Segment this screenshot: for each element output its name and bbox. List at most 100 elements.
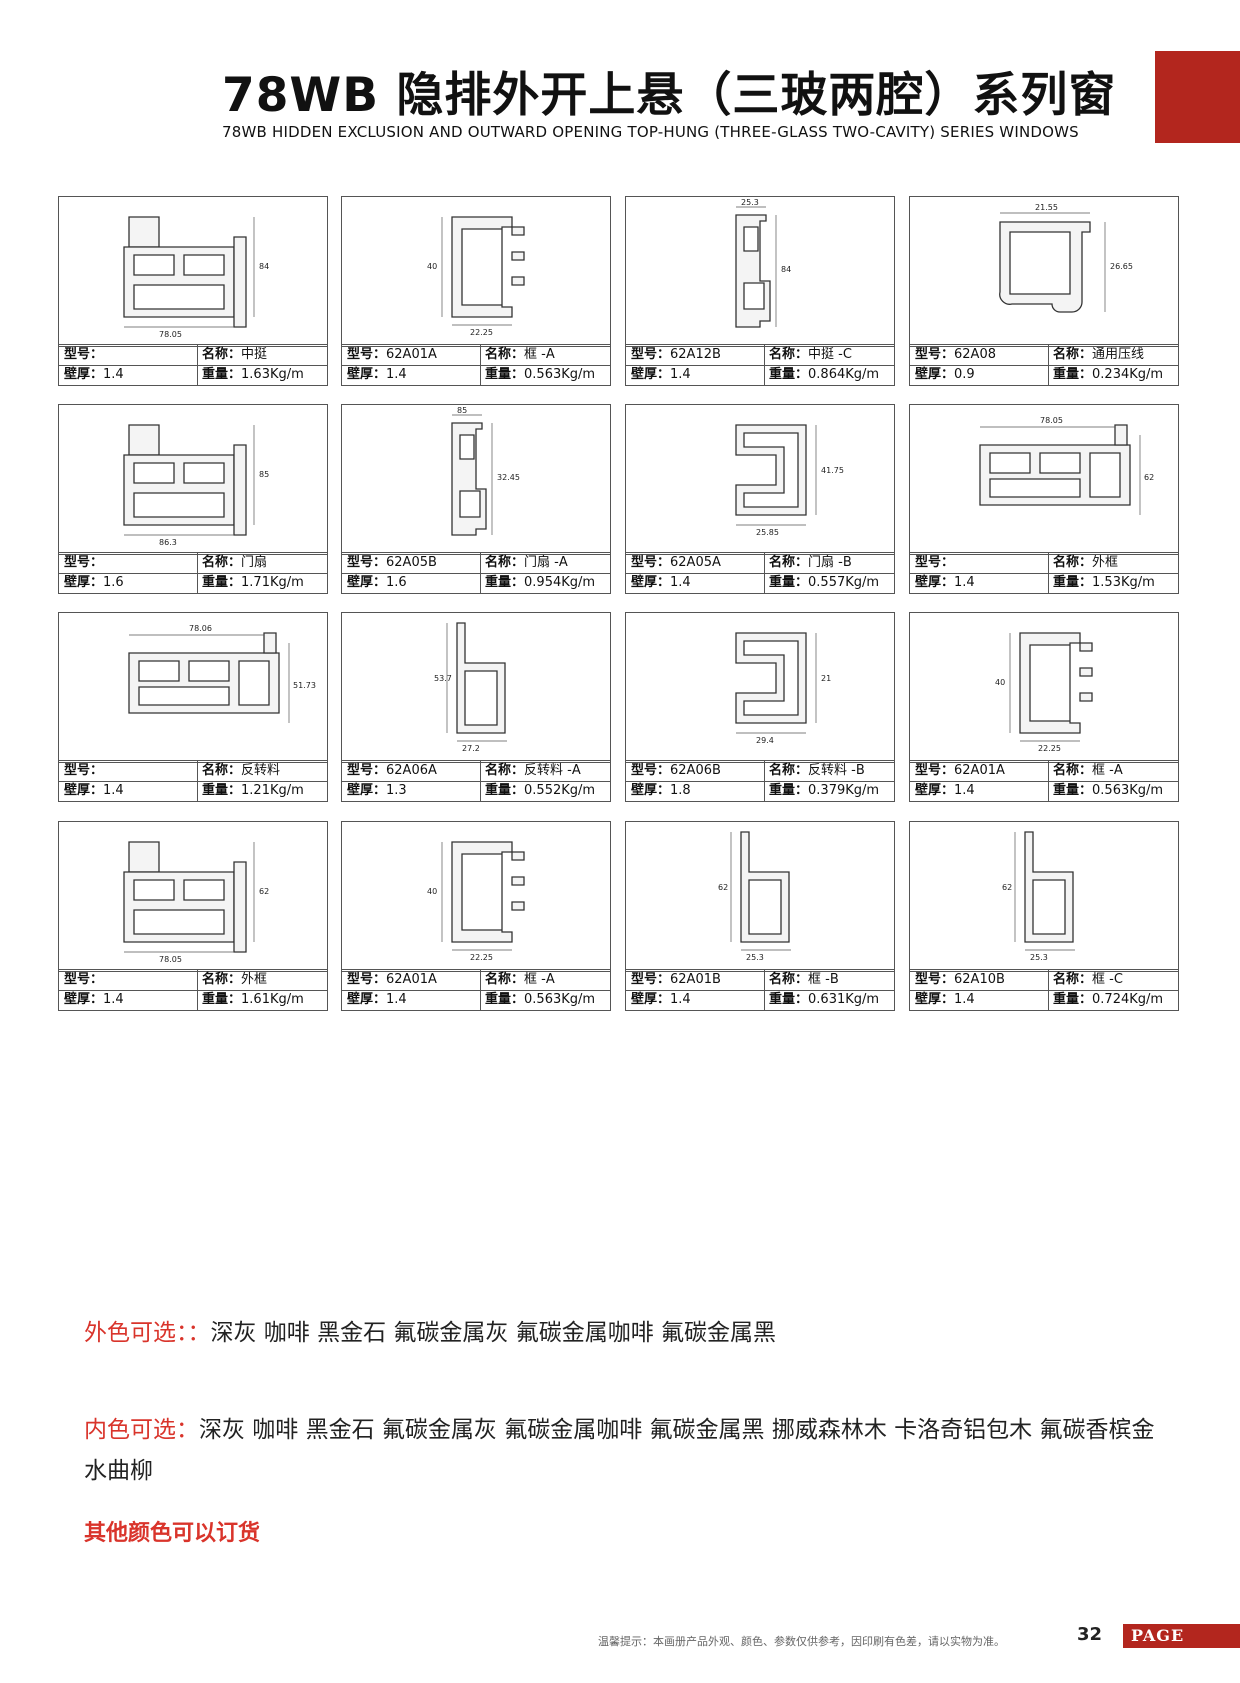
model-cell: 型号：62A01B (631, 970, 759, 990)
name-label: 名称： (485, 972, 525, 987)
weight-value: 0.563Kg/m (1092, 783, 1164, 798)
model-cell: 型号：62A06B (631, 761, 759, 781)
dimension-label: 85 (259, 470, 269, 479)
name-value: 框 -B (808, 972, 839, 987)
weight-value: 0.557Kg/m (808, 575, 880, 590)
weight-cell: 重量：0.563Kg/m (480, 990, 613, 1010)
name-value: 外框 (1092, 555, 1119, 570)
name-cell: 名称：通用压线 (1048, 345, 1181, 365)
profile-drawing: 62 25.3 (909, 821, 1179, 972)
wall-label: 壁厚： (631, 367, 671, 382)
model-cell: 型号： (64, 970, 192, 990)
dimension-label: 62 (1002, 883, 1012, 892)
dimension-label: 29.4 (756, 736, 774, 745)
outer-color-options: 外色可选：：深灰 咖啡 黑金石 氟碳金属灰 氟碳金属咖啡 氟碳金属黑 (84, 1313, 1164, 1354)
weight-cell: 重量：0.557Kg/m (764, 573, 897, 593)
wall-cell: 壁厚：1.4 (64, 781, 192, 801)
wall-value: 0.9 (954, 367, 975, 382)
weight-value: 1.21Kg/m (241, 783, 304, 798)
weight-label: 重量： (202, 992, 242, 1007)
model-cell: 型号：62A06A (347, 761, 475, 781)
model-value: 62A06A (386, 763, 437, 778)
model-value: 62A10B (954, 972, 1005, 987)
model-cell: 型号： (64, 345, 192, 365)
page-number: 32 (1077, 1624, 1103, 1645)
weight-label: 重量： (485, 992, 525, 1007)
wall-cell: 壁厚：1.4 (631, 573, 759, 593)
weight-label: 重量： (769, 992, 809, 1007)
weight-label: 重量： (769, 783, 809, 798)
inner-color-values: 深灰 咖啡 黑金石 氟碳金属灰 氟碳金属咖啡 氟碳金属黑 挪威森林木 卡洛奇铝包… (84, 1417, 1155, 1484)
name-value: 框 -C (1092, 972, 1123, 987)
wall-cell: 壁厚：1.4 (64, 990, 192, 1010)
wall-cell: 壁厚：1.3 (347, 781, 475, 801)
weight-cell: 重量：0.631Kg/m (764, 990, 897, 1010)
wall-label: 壁厚： (915, 992, 955, 1007)
weight-label: 重量： (485, 783, 525, 798)
weight-cell: 重量：0.234Kg/m (1048, 365, 1181, 385)
weight-value: 1.63Kg/m (241, 367, 304, 382)
name-cell: 名称：框 -A (1048, 761, 1181, 781)
dimension-label: 25.85 (756, 528, 779, 537)
weight-label: 重量： (1053, 992, 1093, 1007)
model-label: 型号： (347, 972, 387, 987)
dimension-label: 25.3 (1030, 953, 1048, 962)
name-value: 中挺 (241, 347, 268, 362)
dimension-label: 40 (427, 262, 437, 271)
outer-color-values: 深灰 咖啡 黑金石 氟碳金属灰 氟碳金属咖啡 氟碳金属黑 (210, 1320, 777, 1346)
name-label: 名称： (485, 555, 525, 570)
dimension-label: 51.73 (293, 681, 316, 690)
model-cell: 型号：62A01A (347, 345, 475, 365)
weight-cell: 重量：1.61Kg/m (197, 990, 330, 1010)
name-value: 外框 (241, 972, 268, 987)
model-value: 62A05B (386, 555, 437, 570)
name-cell: 名称：外框 (197, 970, 330, 990)
weight-value: 0.864Kg/m (808, 367, 880, 382)
model-cell: 型号：62A05A (631, 553, 759, 573)
wall-value: 1.8 (670, 783, 691, 798)
model-cell: 型号： (64, 761, 192, 781)
name-value: 反转料 -B (808, 763, 865, 778)
inner-color-options: 内色可选：深灰 咖啡 黑金石 氟碳金属灰 氟碳金属咖啡 氟碳金属黑 挪威森林木 … (84, 1410, 1164, 1492)
model-cell: 型号：62A05B (347, 553, 475, 573)
name-label: 名称： (1053, 555, 1093, 570)
name-cell: 名称：门扇 (197, 553, 330, 573)
name-value: 框 -A (524, 347, 555, 362)
model-value: 62A01A (954, 763, 1005, 778)
wall-cell: 壁厚：1.4 (347, 990, 475, 1010)
wall-cell: 壁厚：1.8 (631, 781, 759, 801)
name-label: 名称： (1053, 972, 1093, 987)
wall-label: 壁厚： (347, 367, 387, 382)
name-cell: 名称：中挺 -C (764, 345, 897, 365)
wall-value: 1.4 (670, 992, 691, 1007)
model-label: 型号： (631, 555, 671, 570)
model-label: 型号： (631, 347, 671, 362)
weight-cell: 重量：0.552Kg/m (480, 781, 613, 801)
weight-value: 0.724Kg/m (1092, 992, 1164, 1007)
dimension-label: 78.05 (159, 955, 182, 964)
wall-value: 1.3 (386, 783, 407, 798)
weight-value: 0.552Kg/m (524, 783, 596, 798)
name-cell: 名称：中挺 (197, 345, 330, 365)
name-label: 名称： (769, 555, 809, 570)
dimension-label: 32.45 (497, 473, 520, 482)
profile-cross-section: 53.727.2 (434, 622, 507, 753)
wall-cell: 壁厚：1.4 (915, 990, 1043, 1010)
